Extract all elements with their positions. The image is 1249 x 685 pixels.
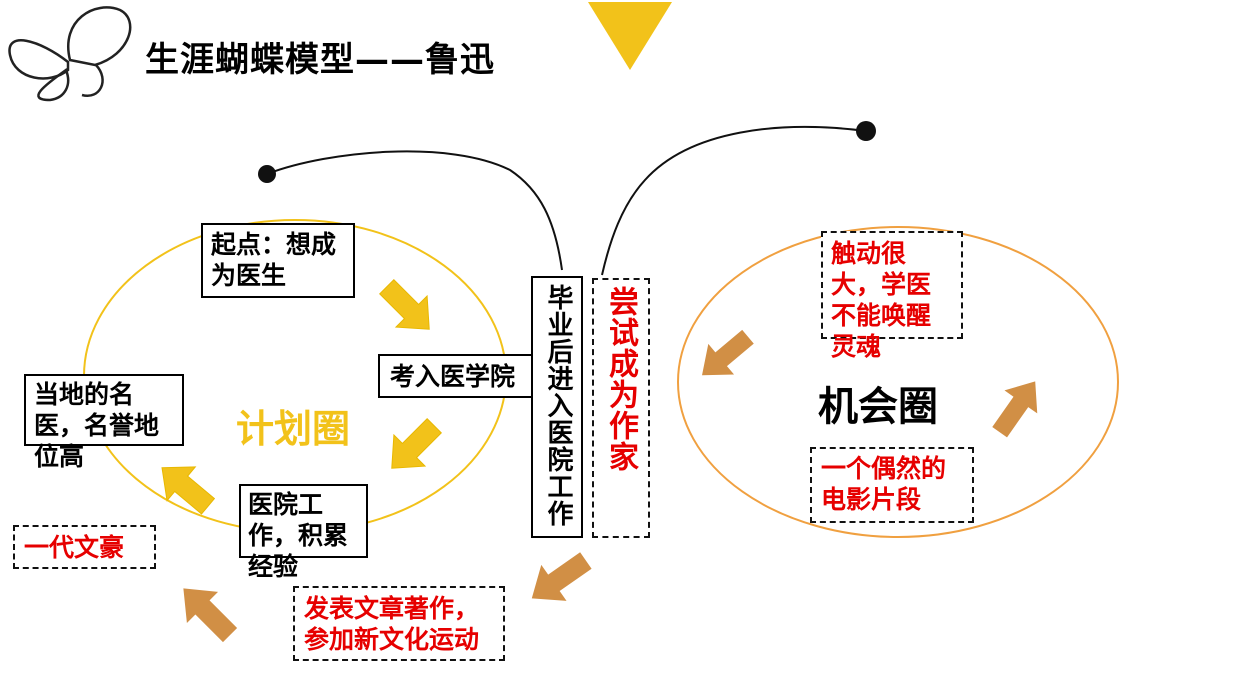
- try-writer-box: 尝试成为作家: [592, 278, 650, 538]
- planning-circle-label: 计划圈: [236, 407, 351, 451]
- yellow-arrow-down-right: [379, 279, 430, 330]
- hospital-work-box: 医院工作，积累经验: [239, 484, 368, 581]
- famous-doctor-box: 当地的名医，名誉地位高: [24, 374, 184, 471]
- left-antenna: [266, 150, 563, 271]
- brown-arrow-up-right: [992, 381, 1038, 438]
- start-box: 起点：想成为医生: [201, 223, 355, 298]
- brown-arrow-up-left-bottom: [183, 588, 238, 643]
- opportunity-circle: [677, 226, 1119, 538]
- right-antenna: [601, 125, 867, 276]
- film-box: 一个偶然的电影片段: [810, 447, 974, 523]
- enter-hospital-box: 毕业后进入医院工作: [531, 276, 583, 538]
- master-box: 一代文豪: [13, 525, 156, 569]
- opportunity-circle-label: 机会圈: [818, 384, 938, 430]
- page-title: 生涯蝴蝶模型——鲁迅: [145, 40, 495, 80]
- brown-arrow-down-left-bottom: [531, 552, 592, 601]
- left-antenna-dot: [258, 165, 276, 183]
- touched-box: 触动很大，学医不能唤醒灵魂: [821, 231, 963, 361]
- yellow-arrow-down-left: [391, 418, 442, 469]
- yellow-arrow-up-left: [161, 466, 216, 515]
- butterfly-logo-icon: [8, 6, 132, 102]
- brown-arrow-down-left-right-circle: [702, 329, 754, 376]
- yellow-triangle-icon: [588, 2, 672, 70]
- exam-box: 考入医学院: [378, 354, 533, 398]
- publish-box: 发表文章著作，参加新文化运动: [293, 586, 505, 661]
- right-antenna-dot: [856, 121, 876, 141]
